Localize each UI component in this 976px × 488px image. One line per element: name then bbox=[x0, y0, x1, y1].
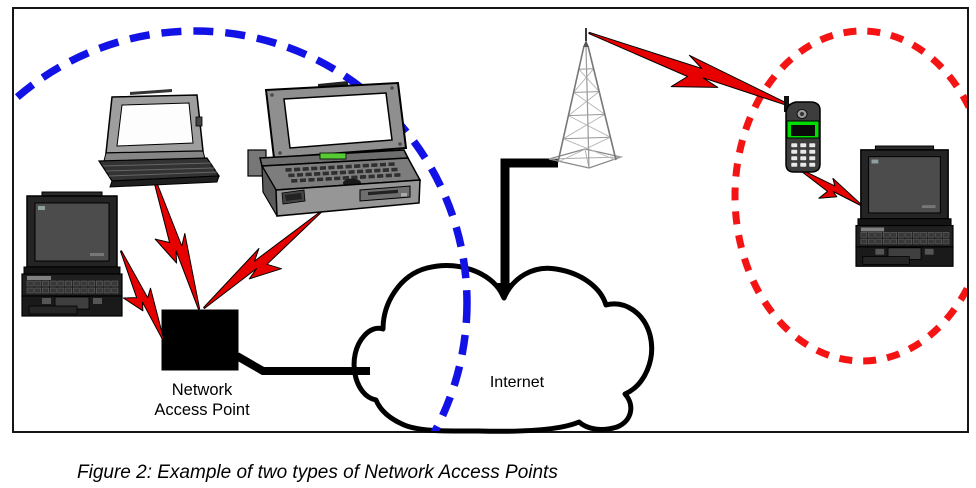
lightning-bolt-icon bbox=[120, 250, 165, 340]
laptop-led-strip bbox=[319, 152, 347, 160]
network-access-point-box bbox=[161, 309, 239, 371]
wire-nap-to-cloud bbox=[235, 352, 370, 375]
nap-label-line2: Access Point bbox=[154, 401, 250, 419]
lightning-bolt-icon bbox=[151, 171, 201, 310]
internet-cloud: Internet bbox=[351, 263, 655, 434]
cell-phone-icon bbox=[784, 96, 821, 173]
lightning-bolt-icon bbox=[203, 210, 323, 309]
wire-tower-to-cloud bbox=[497, 158, 558, 299]
laptop-icon-large-gray bbox=[247, 81, 422, 217]
figure-caption: Figure 2: Example of two types of Networ… bbox=[77, 462, 558, 483]
lightning-bolt-icon bbox=[798, 168, 862, 206]
arrowhead-icon bbox=[497, 283, 513, 299]
laptop-icon-small-gray bbox=[97, 89, 221, 188]
dashed-circle-blue bbox=[14, 27, 471, 431]
laptop-icon-dark-left bbox=[21, 191, 123, 317]
lightning-bolt-icon bbox=[588, 31, 792, 108]
internet-label: Internet bbox=[490, 374, 545, 391]
laptop-icon-dark-right bbox=[855, 145, 954, 268]
radio-tower-icon bbox=[548, 28, 624, 169]
wireless-links bbox=[120, 31, 862, 340]
dashed-circle-red bbox=[731, 27, 967, 365]
nap-label-line1: Network bbox=[172, 381, 233, 399]
